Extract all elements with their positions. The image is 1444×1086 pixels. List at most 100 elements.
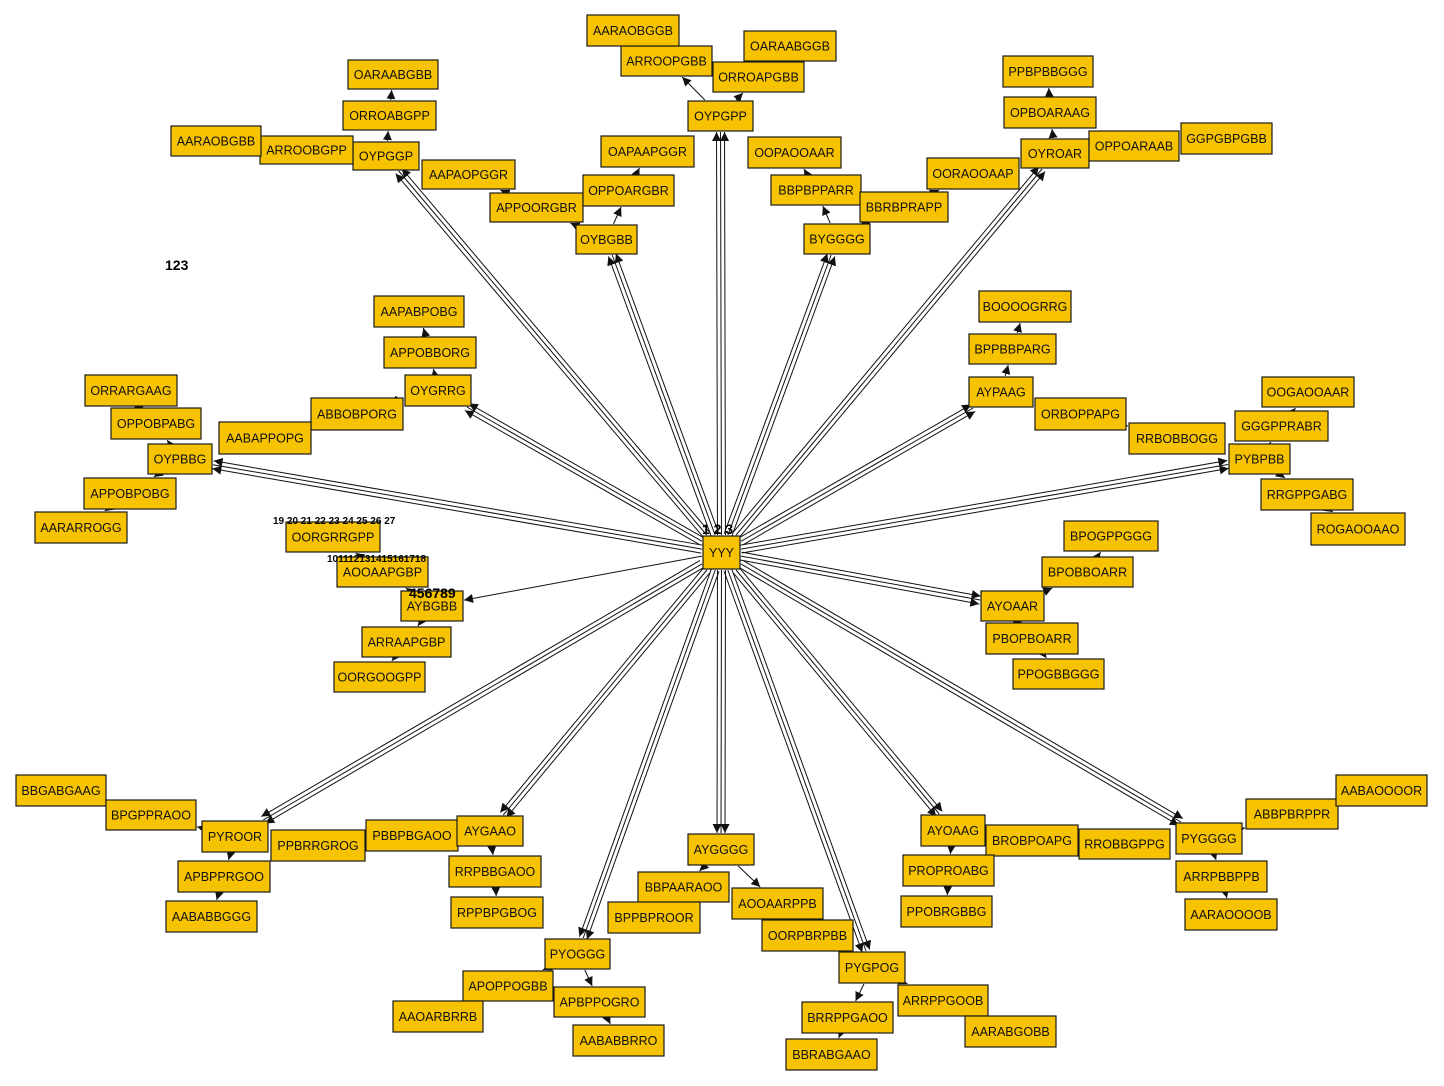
node-aygggg[interactable]: AYGGGG <box>687 833 755 866</box>
node-oorgoogpp[interactable]: OORGOOGPP <box>333 661 426 693</box>
node-ppobrgbbg[interactable]: PPOBRGBBG <box>900 895 993 928</box>
node-ooraooaap[interactable]: OORAOOAAP <box>926 157 1020 190</box>
node-oppoaraab[interactable]: OPPOARAAB <box>1088 130 1180 162</box>
node-rogaooaao[interactable]: ROGAOOAAO <box>1310 512 1406 546</box>
node-pbopboarr[interactable]: PBOPBOARR <box>985 622 1079 655</box>
node-bppbbparg[interactable]: BPPBBPARG <box>968 333 1057 365</box>
node-aapabpobg[interactable]: AAPABPOBG <box>373 295 465 328</box>
node-ayoaar[interactable]: AYOAAR <box>980 590 1045 622</box>
node-aabaoooor[interactable]: AABAOOOOR <box>1335 774 1428 807</box>
node-apoppogbb[interactable]: APOPPOGBB <box>462 970 554 1002</box>
node-oyroar[interactable]: OYROAR <box>1020 138 1090 169</box>
node-aygaao[interactable]: AYGAAO <box>456 815 524 847</box>
node-apbppogro[interactable]: APBPPOGRO <box>553 986 646 1018</box>
node-aybgbb[interactable]: AYBGBB <box>400 590 464 622</box>
node-bbpbpparr[interactable]: BBPBPPARR <box>770 174 862 206</box>
node-bbgabgaag[interactable]: BBGABGAAG <box>15 774 107 807</box>
node-aabappopg[interactable]: AABAPPOPG <box>218 421 312 455</box>
node-brobpoapg[interactable]: BROBPOAPG <box>985 824 1079 857</box>
edge-pygggg-to-abbpbrppr <box>1235 826 1246 835</box>
node-brrppgaoo[interactable]: BRRPPGAOO <box>801 1001 894 1034</box>
node-oppoargbr[interactable]: OPPOARGBR <box>582 174 675 207</box>
edge-bbpbpparr-to-oopaooaar <box>803 168 813 180</box>
node-abbobporg[interactable]: ABBOBPORG <box>310 397 404 431</box>
edge-yyy-to-pygggg <box>738 566 1180 826</box>
node-ppbpbbggg[interactable]: PPBPBBGGG <box>1002 55 1094 88</box>
node-bpogppggg[interactable]: BPOGPPGGG <box>1063 520 1159 552</box>
node-orroapgbb[interactable]: ORROAPGBB <box>712 61 805 93</box>
node-aababbggg[interactable]: AABABBGGG <box>165 900 258 933</box>
edge-yyy-to-oypggp <box>401 168 711 533</box>
node-rrpbbgaoo[interactable]: RRPBBGAOO <box>448 855 542 888</box>
node-oygrrg[interactable]: OYGRRG <box>404 374 472 407</box>
node-pyroor[interactable]: PYROOR <box>201 820 269 853</box>
node-appobborg[interactable]: APPOBBORG <box>383 336 477 369</box>
node-aararrogg[interactable]: AARARROGG <box>34 511 128 544</box>
node-arroopgbb[interactable]: ARROOPGBB <box>620 45 713 77</box>
node-oorpbrpbb[interactable]: OORPBRPBB <box>761 919 854 952</box>
node-apbpprgoo[interactable]: APBPPRGOO <box>177 860 271 893</box>
node-rrgppgabg[interactable]: RRGPPGABG <box>1260 478 1354 511</box>
node-oopaooaar[interactable]: OOPAOOAAR <box>747 136 842 169</box>
node-pybpbb[interactable]: PYBPBB <box>1228 443 1291 475</box>
node-oypgpp[interactable]: OYPGPP <box>687 100 754 132</box>
node-bbrabgaao[interactable]: BBRABGAAO <box>785 1038 878 1071</box>
node-arraapgbp[interactable]: ARRAAPGBP <box>361 626 452 658</box>
node-aaraobggb[interactable]: AARAOBGGB <box>586 14 680 47</box>
node-aaraobgbb-l[interactable]: AARAOBGBB <box>170 125 262 157</box>
node-aaraoooob[interactable]: AARAOOOOB <box>1184 898 1278 931</box>
node-oypbbg[interactable]: OYPBBG <box>147 443 213 475</box>
node-aooaarppb[interactable]: AOOAARPPB <box>731 887 824 920</box>
node-rrbobbogg[interactable]: RRBOBBOGG <box>1128 422 1226 455</box>
node-aababbrro[interactable]: AABABBRRO <box>572 1024 665 1057</box>
node-appoorgbr[interactable]: APPOORGBR <box>489 192 584 223</box>
node-ayoaag[interactable]: AYOAAG <box>920 814 986 847</box>
node-appobpobg[interactable]: APPOBPOBG <box>83 477 177 510</box>
node-oorgrrgpp[interactable]: OORGRRGPP <box>285 521 381 553</box>
node-arrpbbppb[interactable]: ARRPBBPPB <box>1175 860 1268 893</box>
node-ppbrrgrog[interactable]: PPBRRGROG <box>270 829 366 862</box>
node-bpgppraoo[interactable]: BPGPPRAOO <box>105 799 197 831</box>
node-oppobpabg[interactable]: OPPOBPABG <box>110 407 202 440</box>
node-boooogrrg[interactable]: BOOOOGRRG <box>978 290 1072 323</box>
node-oybgbb[interactable]: OYBGBB <box>575 224 638 255</box>
node-yyy[interactable]: YYY <box>702 535 741 570</box>
node-box <box>448 855 542 888</box>
node-aapaopggr[interactable]: AAPAOPGGR <box>421 159 516 190</box>
node-bppbproor[interactable]: BPPBPROOR <box>607 901 701 934</box>
node-orboppapg[interactable]: ORBOPPAPG <box>1034 397 1127 431</box>
node-opboaraag[interactable]: OPBOARAAG <box>1003 96 1097 129</box>
node-gggpprabr[interactable]: GGGPPRABR <box>1234 410 1329 442</box>
node-oogaooaar[interactable]: OOGAOOAAR <box>1261 376 1355 408</box>
node-rrobbgppg[interactable]: RROBBGPPG <box>1078 828 1171 860</box>
node-label: AARARROGG <box>40 521 121 535</box>
node-pyoggg[interactable]: PYOGGG <box>544 938 611 970</box>
node-aarabgobb[interactable]: AARABGOBB <box>964 1015 1057 1048</box>
node-oaraabggb[interactable]: OARAABGGB <box>743 30 837 62</box>
node-bbrbprapp[interactable]: BBRBPRAPP <box>859 191 949 223</box>
edge-yyy-to-aypaag <box>740 407 974 542</box>
node-ggpgbpgbb[interactable]: GGPGBPGBB <box>1180 122 1273 155</box>
node-pygggg[interactable]: PYGGGG <box>1175 822 1243 855</box>
node-bpobboarr[interactable]: BPOBBOARR <box>1041 556 1134 588</box>
node-rppbpgbog[interactable]: RPPBPGBOG <box>450 896 544 929</box>
node-orroabgpp[interactable]: ORROABGPP <box>342 100 437 131</box>
node-ppogbbggg[interactable]: PPOGBBGGG <box>1012 658 1105 690</box>
node-aypaag[interactable]: AYPAAG <box>968 376 1034 408</box>
node-pygpog[interactable]: PYGPOG <box>838 951 906 984</box>
node-arroobgpp[interactable]: ARROOBGPP <box>259 135 354 165</box>
node-aooaapgbp[interactable]: AOOAAPGBP <box>336 556 429 588</box>
node-oapaapggr[interactable]: OAPAAPGGR <box>600 135 695 168</box>
node-oaraabgbb-l[interactable]: OARAABGBB <box>347 59 439 90</box>
node-orrargaag[interactable]: ORRARGAAG <box>84 374 178 407</box>
node-aaoarbrrb[interactable]: AAOARBRRB <box>392 1000 484 1033</box>
edge-yyy-to-pygpog <box>727 569 867 952</box>
node-abbpbrppr[interactable]: ABBPBRPPR <box>1245 798 1339 830</box>
node-pbbpbgaoo[interactable]: PBBPBGAOO <box>365 819 459 852</box>
node-oypggp[interactable]: OYPGGP <box>352 141 420 171</box>
node-bbpaaraoo[interactable]: BBPAARAOO <box>637 871 730 903</box>
edges-layer <box>97 37 1345 1039</box>
node-arrppgoob[interactable]: ARRPPGOOB <box>897 984 989 1017</box>
node-bygggg[interactable]: BYGGGG <box>803 223 871 255</box>
node-proproabg[interactable]: PROPROABG <box>902 854 995 887</box>
